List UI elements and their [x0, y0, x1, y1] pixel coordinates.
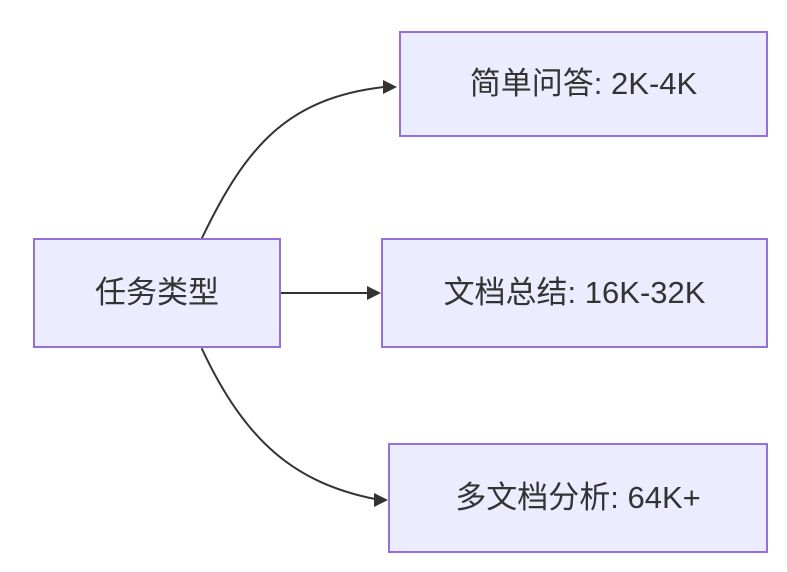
edge-task-type-to-doc-summary: [280, 286, 381, 300]
node-doc-summary-label: 文档总结: 16K-32K: [443, 275, 706, 311]
node-doc-summary: 文档总结: 16K-32K: [381, 238, 768, 348]
edge-task-type-to-multi-doc-analysis: [201, 348, 388, 507]
arrowhead-icon: [374, 493, 388, 507]
node-simple-qa: 简单问答: 2K-4K: [399, 31, 768, 137]
node-multi-doc-analysis-label: 多文档分析: 64K+: [455, 480, 701, 516]
arrowhead-icon: [383, 80, 397, 94]
edge-task-type-to-simple-qa: [201, 80, 397, 239]
node-multi-doc-analysis: 多文档分析: 64K+: [388, 443, 768, 553]
node-task-type-label: 任务类型: [95, 275, 219, 311]
arrowhead-icon: [367, 286, 381, 300]
node-simple-qa-label: 简单问答: 2K-4K: [469, 66, 698, 102]
node-task-type: 任务类型: [33, 238, 281, 348]
